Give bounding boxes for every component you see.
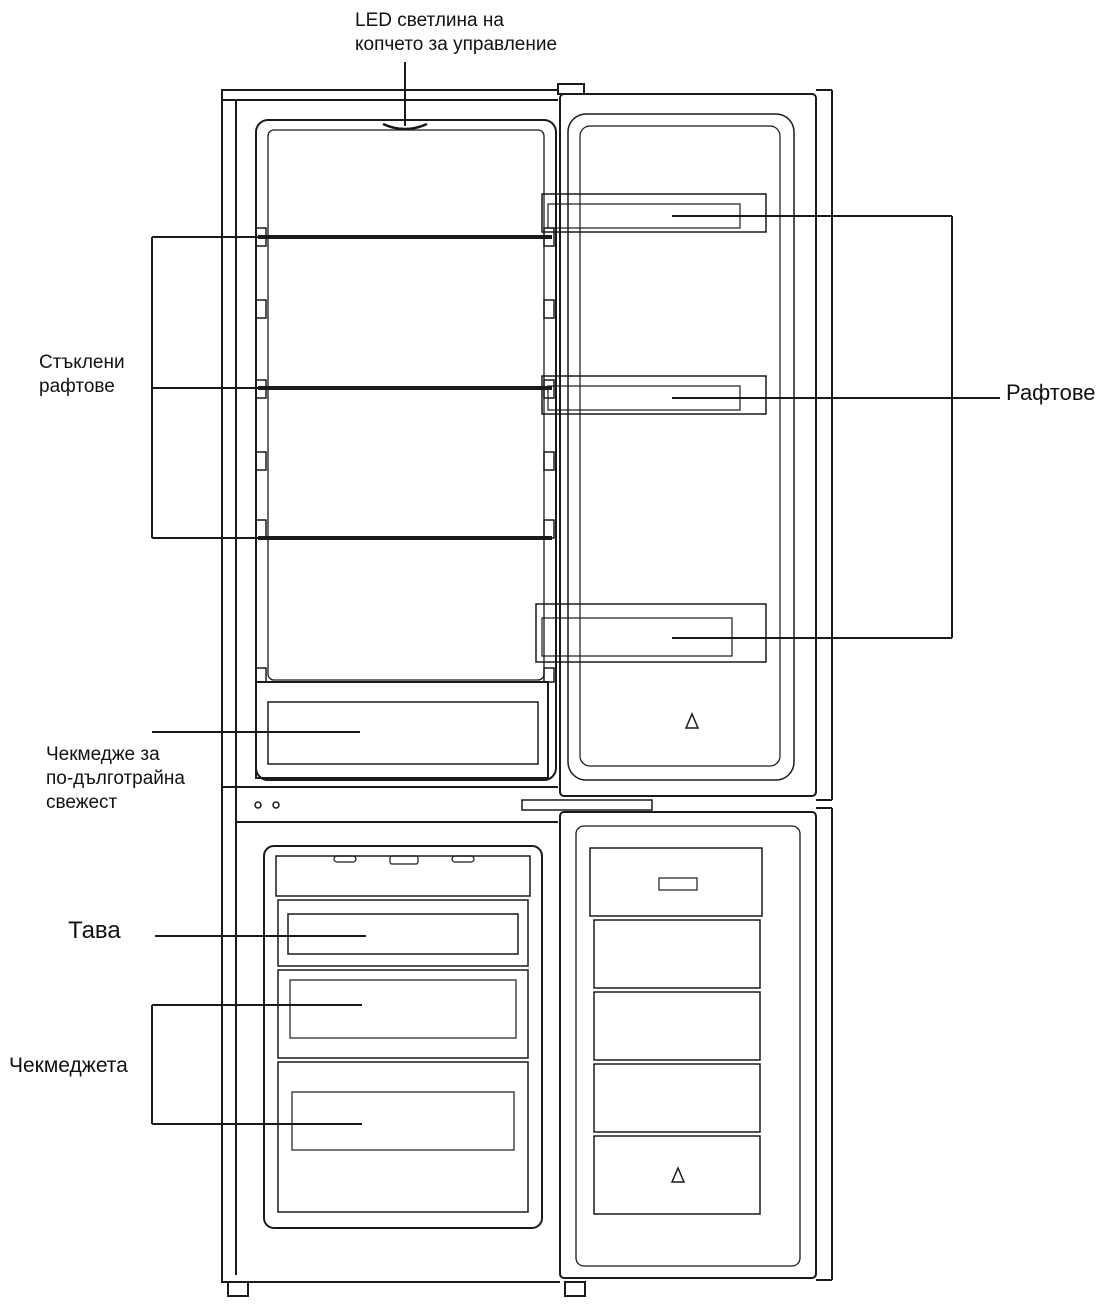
door-shelves-label: Рафтове bbox=[1006, 380, 1096, 405]
freshness-drawer-label-line2: по-дълготрайна bbox=[46, 767, 185, 789]
control-strip bbox=[254, 799, 653, 811]
freshness-drawer-label-line1: Чекмедже за bbox=[46, 744, 160, 765]
freshness-drawer-label-line3: свежест bbox=[46, 791, 118, 813]
led-label-line2: копчето за управление bbox=[355, 33, 558, 55]
freshness-drawer-label: Чекмедже за по-дълготрайна свежест bbox=[46, 743, 185, 814]
warning-icon bbox=[684, 712, 700, 729]
led-label: LED светлина на копчето за управление bbox=[355, 9, 557, 57]
drawers-label: Чекмеджета bbox=[9, 1054, 128, 1077]
tray-label: Тава bbox=[68, 917, 121, 944]
fridge-compartment bbox=[255, 62, 557, 781]
warning-icon bbox=[670, 1166, 686, 1183]
led-light-icon bbox=[382, 122, 428, 131]
glass-shelves-label: Стъклени рафтове bbox=[39, 351, 125, 399]
glass-shelves-label-line2: рафтове bbox=[39, 375, 115, 397]
glass-shelves bbox=[151, 227, 555, 683]
freshness-drawer bbox=[152, 681, 549, 779]
cabinet-body bbox=[221, 83, 586, 1297]
fridge-door bbox=[535, 89, 1000, 801]
freezer-compartment bbox=[151, 845, 543, 1229]
display-panel-icon bbox=[658, 877, 698, 891]
glass-shelves-label-line1: Стъклени bbox=[39, 352, 125, 373]
led-label-line1: LED светлина на bbox=[355, 10, 504, 31]
freezer-door bbox=[559, 807, 833, 1281]
